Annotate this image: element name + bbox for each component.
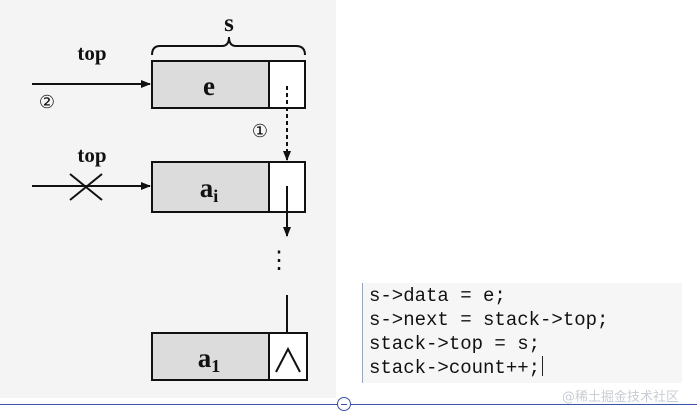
step-two-label: ②	[39, 92, 55, 113]
watermark: @稀土掘金技术社区	[562, 390, 680, 405]
null-symbol-icon	[275, 346, 301, 373]
code-snippet: s->data = e; s->next = stack->top; stack…	[362, 283, 682, 383]
text-caret	[542, 356, 544, 376]
code-line: s->data = e;	[369, 285, 506, 307]
node-ai-data: ai	[200, 173, 219, 206]
code-line-text: stack->count++;	[369, 357, 541, 379]
top-label-old: top	[77, 143, 106, 167]
code-line: stack->count++;	[369, 356, 682, 380]
node-new-next-cell	[270, 62, 304, 107]
collapse-handle-icon[interactable]	[337, 397, 351, 411]
brace-label: s	[224, 10, 234, 37]
node-new-data: e	[203, 71, 215, 101]
code-line: stack->top = s;	[369, 333, 541, 355]
node-a1-next-cell	[270, 334, 306, 379]
top-label-new: top	[77, 41, 106, 65]
ellipsis: ⋮	[267, 248, 291, 274]
cross-mark-b	[69, 173, 103, 201]
node-a1-data: a1	[198, 343, 221, 376]
brace	[151, 36, 306, 56]
step-one-label: ①	[252, 121, 268, 142]
code-line: s->next = stack->top;	[369, 309, 609, 331]
